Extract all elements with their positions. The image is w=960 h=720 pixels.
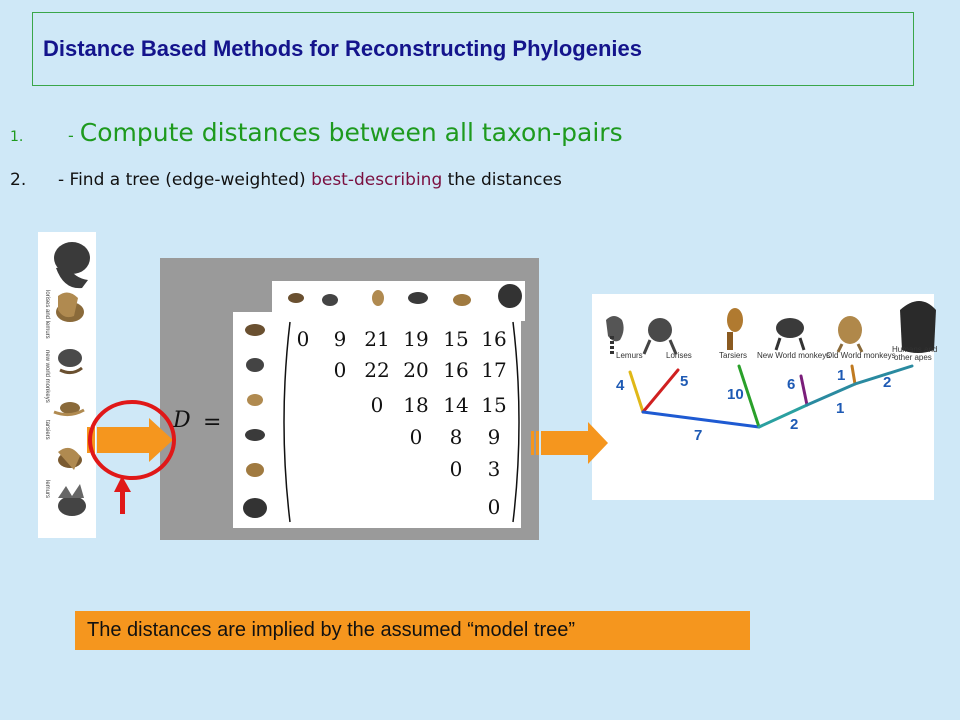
bullet-1-number: 1.: [10, 129, 24, 145]
matrix-cell: 19: [403, 327, 428, 351]
red-up-arrow: [114, 476, 131, 514]
red-highlight-circle: [88, 400, 176, 480]
taxon-new-world: New World monkeys: [757, 351, 830, 360]
matrix-cell: 16: [443, 358, 468, 382]
svg-text:new world monkeys: new world monkeys: [44, 350, 50, 403]
matrix-cell: 0: [297, 327, 310, 351]
primate-thumbnails-header: [288, 284, 522, 308]
weight-root-edge: 7: [694, 427, 702, 444]
matrix-card: [278, 320, 521, 528]
bullet-2-number: 2.: [10, 170, 27, 190]
matrix-cell: 15: [443, 327, 468, 351]
matrix-cell: 9: [334, 327, 347, 351]
bullet-2-text-after: the distances: [442, 170, 562, 190]
matrix-cell: 0: [488, 495, 501, 519]
edge-old-world: [850, 364, 857, 386]
slide-title: Distance Based Methods for Reconstructin…: [43, 36, 643, 61]
matrix-cell: 22: [364, 358, 389, 382]
bullet-2: 2. - Find a tree (edge-weighted) best-de…: [10, 170, 562, 190]
tree-taxon-labels: Lemurs Lorises Tarsiers New World monkey…: [616, 345, 937, 362]
taxon-lemurs: Lemurs: [616, 351, 643, 360]
matrix-cell: 8: [450, 425, 463, 449]
primate-side-image: [233, 312, 278, 528]
arrow-to-tree: [531, 422, 608, 464]
bullet-1-text: Compute distances between all taxon-pair…: [79, 118, 623, 147]
matrix-brackets: [283, 321, 520, 523]
bullet-2-highlight: best-describing: [311, 170, 443, 190]
bullet-1: 1. - Compute distances between all taxon…: [10, 118, 623, 147]
edge-lorises: [641, 368, 680, 414]
matrix-cell: 3: [488, 457, 501, 481]
weight-new-world: 6: [787, 376, 795, 393]
matrix-cell: 14: [443, 393, 468, 417]
caption-box: The distances are implied by the assumed…: [75, 611, 750, 650]
matrix-cell: 9: [488, 425, 501, 449]
edge-root: [641, 410, 761, 429]
edge-humans: [853, 364, 914, 386]
matrix-cell: 0: [410, 425, 423, 449]
tree-primate-images: [606, 301, 936, 356]
matrix-symbol: D: [173, 408, 191, 433]
weight-lorises: 5: [680, 373, 688, 390]
weight-inner-2: 1: [836, 400, 844, 417]
matrix-cell: 20: [403, 358, 428, 382]
bullet-1-dash: -: [68, 126, 74, 145]
caption-text: The distances are implied by the assumed…: [87, 619, 576, 641]
edge-lemurs: [628, 370, 645, 414]
edge-inner-1: [757, 403, 809, 429]
bullet-2-text-before: - Find a tree (edge-weighted): [58, 170, 312, 190]
matrix-cell: 15: [481, 393, 506, 417]
edge-tarsiers: [737, 364, 761, 429]
weight-inner-1: 2: [790, 416, 798, 433]
strip-vertical-captions: lorises and lemurs new world monkeys tar…: [44, 290, 50, 498]
taxon-lorises: Lorises: [666, 351, 692, 360]
edge-new-world: [799, 374, 809, 407]
weight-tarsiers: 10: [727, 386, 744, 403]
svg-text:lorises and lemurs: lorises and lemurs: [44, 290, 50, 339]
edge-inner-2: [805, 382, 857, 407]
weight-humans: 2: [883, 374, 891, 391]
matrix-cell: 17: [481, 358, 506, 382]
matrix-cell: 0: [334, 358, 347, 382]
taxon-humans-line2: other apes: [894, 353, 932, 362]
matrix-cell: 18: [403, 393, 428, 417]
taxon-tarsiers: Tarsiers: [719, 351, 747, 360]
title-box: Distance Based Methods for Reconstructin…: [32, 12, 914, 86]
matrix-cell: 0: [371, 393, 384, 417]
matrix-equals: =: [203, 410, 222, 435]
svg-text:tarsiers: tarsiers: [44, 420, 50, 440]
arrow-to-matrix: [87, 418, 173, 462]
taxon-old-world: Old World monkeys: [826, 351, 896, 360]
matrix-cell: 0: [450, 457, 463, 481]
matrix-cell: 16: [481, 327, 506, 351]
weight-lemurs: 4: [616, 377, 625, 394]
primate-header-image: [272, 281, 525, 321]
tree-edges: [628, 364, 914, 429]
weight-old-world: 1: [837, 367, 845, 384]
tree-edge-weights: 4 5 10 6 1 2 7 2 1: [616, 367, 891, 444]
primate-thumbnails-side: [243, 324, 267, 518]
taxon-humans-line1: Humans and: [892, 345, 937, 354]
primate-silhouettes-left: [53, 242, 90, 516]
svg-text:lemurs: lemurs: [44, 480, 50, 498]
matrix-cell: 21: [364, 327, 389, 351]
